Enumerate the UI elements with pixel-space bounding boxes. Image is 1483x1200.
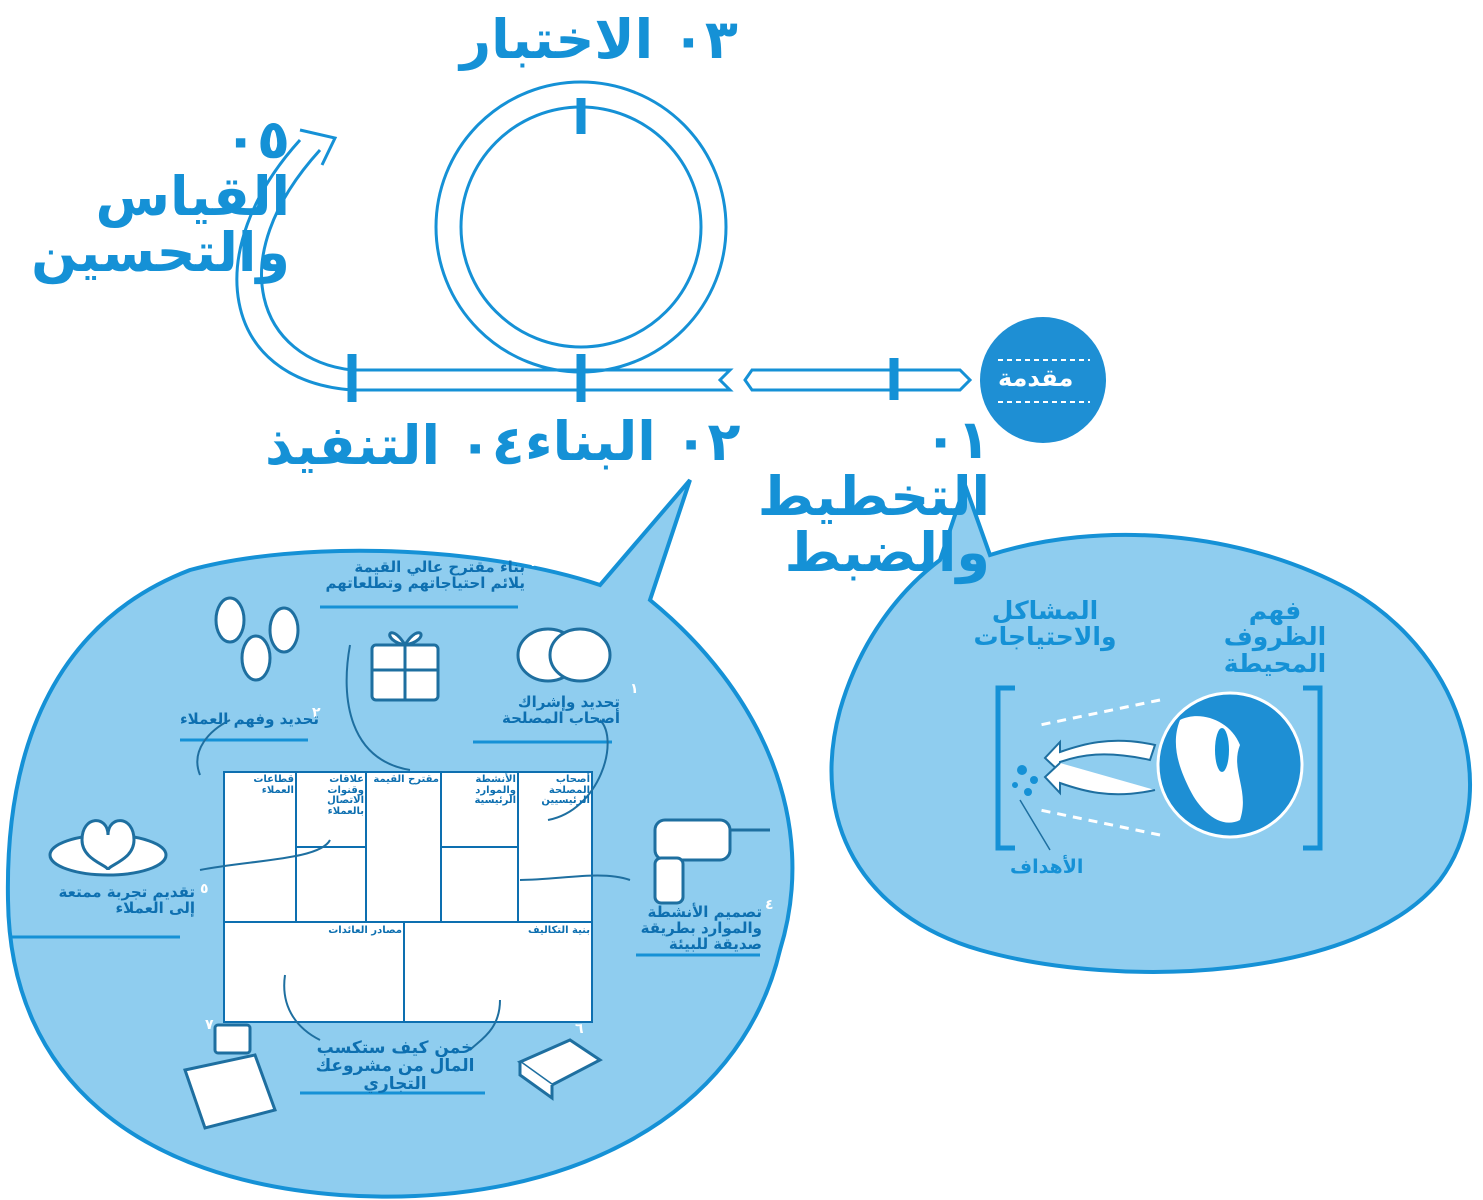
- stage3-test-label[interactable]: ٠٣ الاختبار: [460, 8, 738, 71]
- goals-sparkles: [1012, 765, 1038, 796]
- step7-number: ٧: [205, 1017, 214, 1033]
- step5-number: ٥: [200, 881, 209, 897]
- heart-plate-icon: [48, 819, 168, 877]
- stage4-execute-label[interactable]: ٠٤ التنفيذ: [265, 414, 525, 477]
- stage5-measure-label[interactable]: ٠٥ القياس والتحسين: [31, 108, 290, 285]
- step2-text: تحديد وفهم العملاء: [180, 710, 320, 728]
- step4-text: تصميم الأنشطة والموارد بطريقة صديقة للبي…: [640, 903, 762, 953]
- pipeline: [235, 80, 973, 392]
- cycle-arrows: [1043, 739, 1157, 796]
- stage2-build-label[interactable]: ٠٢ البناء: [525, 410, 741, 473]
- problems-label: المشاكل والاحتياجات: [973, 596, 1117, 652]
- canvas-key-partners: أصحاب المصلحة الرئيسيين: [541, 774, 590, 806]
- business-model-canvas: [223, 771, 593, 1023]
- intro-circle: [980, 317, 1106, 443]
- canvas-customer-relationships: علاقات وقنوات الاتصال بالعملاء: [327, 774, 364, 817]
- canvas-value-proposition: مقترح القيمة: [373, 774, 439, 785]
- rings-icon: [516, 627, 612, 683]
- cash-register-icon: [183, 1023, 277, 1130]
- globe-icon: [1156, 691, 1304, 839]
- brackets: [995, 685, 1323, 851]
- environment-label: فهم الظروف المحيطة: [1223, 596, 1327, 678]
- step4-number: ٤: [765, 897, 774, 913]
- canvas-revenue-streams: مصادر العائدات: [328, 925, 402, 936]
- printer-icon: [516, 1038, 603, 1101]
- step3-text: بناء مقترح عالي القيمة يلائم احتياجاتهم …: [325, 558, 525, 592]
- intro-label[interactable]: مقدمة: [998, 364, 1074, 392]
- stage1-planning-label[interactable]: ٠١ التخطيط والضبط: [757, 408, 990, 585]
- penguins-icon: [214, 596, 300, 682]
- step3-number: ٣: [530, 554, 539, 570]
- gift-icon: [370, 631, 440, 702]
- step2-number: ٢: [312, 705, 321, 721]
- canvas-cost-structure: بنية التكاليف: [527, 925, 590, 936]
- step5-text: تقديم تجربة ممتعة إلى العملاء: [58, 883, 195, 917]
- pipeline-markers: [347, 98, 899, 402]
- drill-icon: [653, 818, 770, 905]
- step6-number: ٦: [575, 1021, 584, 1037]
- step1-number: ١: [630, 681, 639, 697]
- step1-text: تحديد وإشراك أصحاب المصلحة: [501, 693, 620, 727]
- step7-text: خمن كيف ستكسب المال من مشروعك التجاري: [315, 1038, 475, 1094]
- goals-label: الأهداف: [1010, 856, 1084, 878]
- canvas-key-activities: الأنشطة والموارد الرئيسية: [474, 774, 516, 806]
- canvas-customer-segments: قطاعات العملاء: [253, 774, 294, 796]
